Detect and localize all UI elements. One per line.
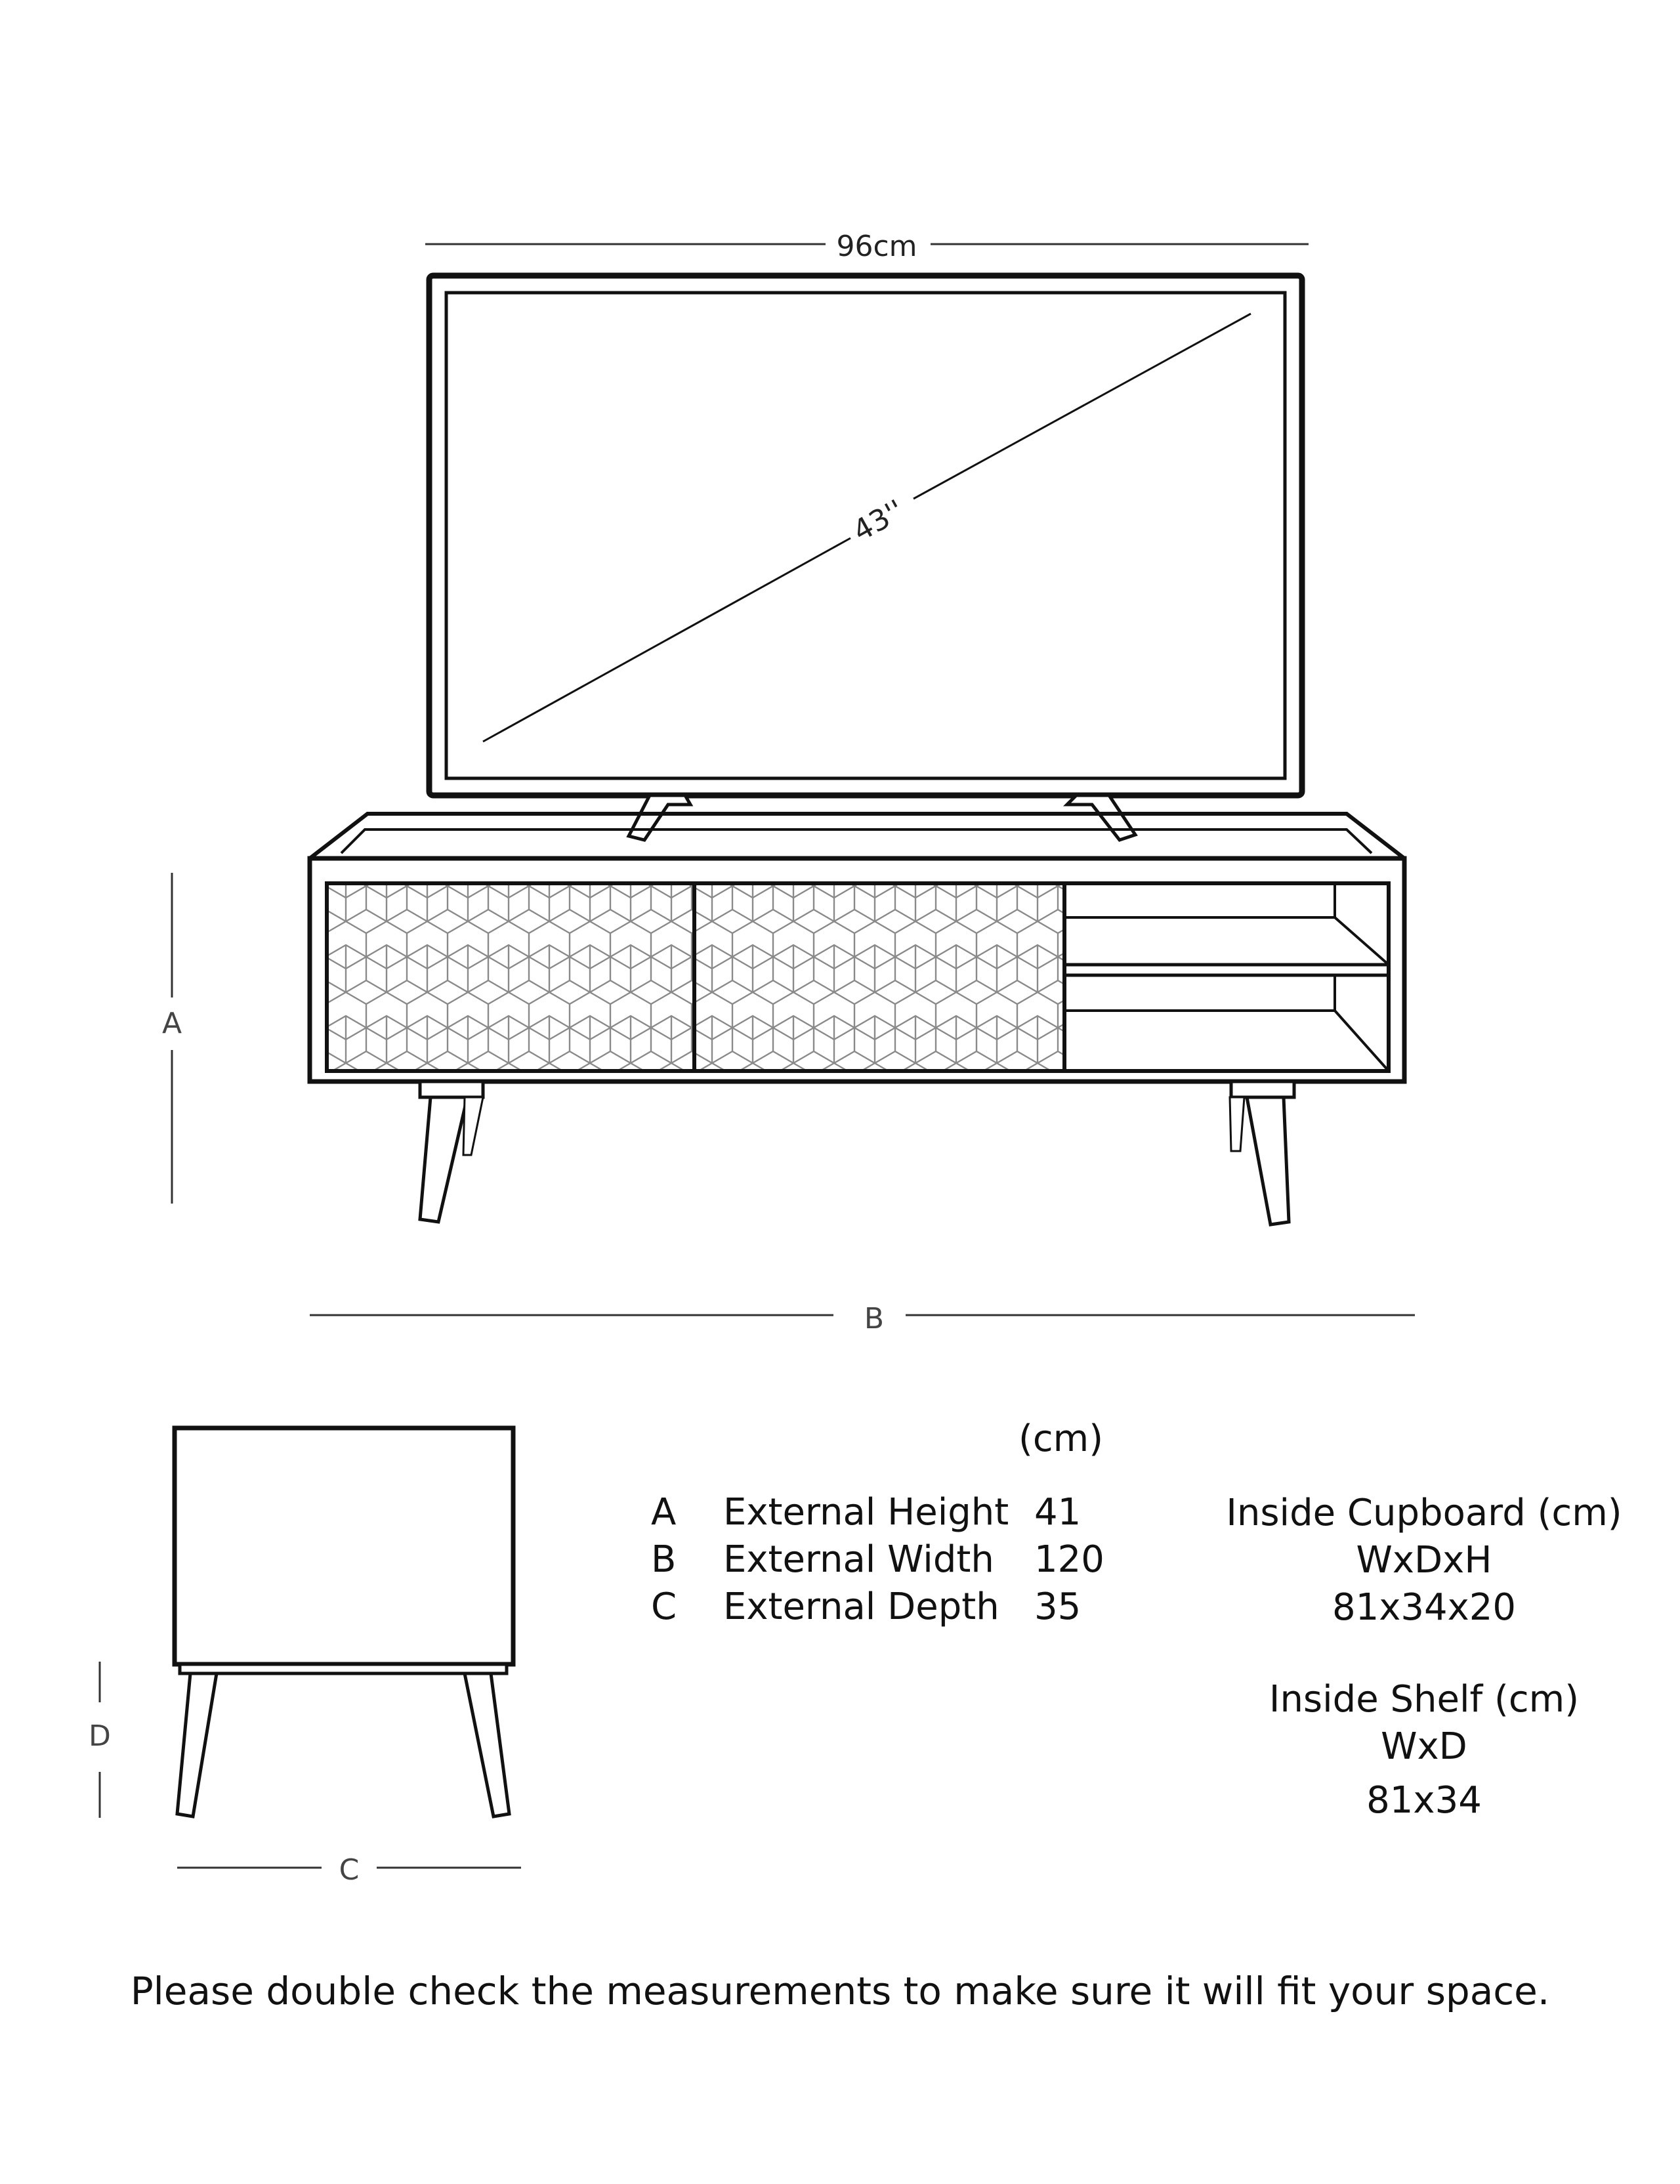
spec-row: B External Width 120 [651,1536,1113,1583]
spec-code: B [651,1538,677,1581]
dimension-c-label: C [339,1853,360,1887]
spec-unit-header: (cm) [1018,1418,1104,1460]
inside-shelf-format: WxD [1381,1725,1467,1768]
inside-shelf-title: Inside Shelf (cm) [1269,1678,1580,1721]
inside-shelf-value: 81x34 [1366,1779,1482,1822]
cabinet-legs [418,1080,1296,1227]
cabinet-side-view [172,1425,516,1818]
spec-table: A External Height 41 B External Width 12… [651,1488,1113,1630]
dimension-a-label: A [162,1007,182,1040]
inside-cupboard-format: WxDxH [1356,1539,1492,1582]
dimension-b-label: B [864,1302,884,1335]
tv-width-label: 96cm [836,230,917,263]
spec-value: 41 [1034,1490,1082,1534]
spec-row: C External Depth 35 [651,1583,1113,1630]
inside-cupboard-title: Inside Cupboard (cm) [1226,1492,1622,1534]
spec-name: External Height [723,1490,1009,1534]
tv [426,272,1305,842]
spec-value: 120 [1034,1538,1104,1581]
inside-shelf-block: Inside Shelf (cm) WxD 81x34 [1221,1676,1628,1824]
spec-row: A External Height 41 [651,1488,1113,1536]
spec-code: A [651,1490,677,1534]
tv-diagonal-label: 43'' [847,494,910,548]
spec-name: External Width [723,1538,994,1581]
cabinet-front [307,812,1407,1084]
spec-name: External Depth [723,1585,999,1628]
spec-code: C [651,1585,677,1628]
spec-value: 35 [1034,1585,1082,1628]
dimension-d-label: D [89,1719,111,1753]
inside-cupboard-value: 81x34x20 [1332,1586,1517,1629]
inside-cupboard-block: Inside Cupboard (cm) WxDxH 81x34x20 [1221,1490,1628,1631]
footer-note: Please double check the measurements to … [130,1969,1550,2013]
